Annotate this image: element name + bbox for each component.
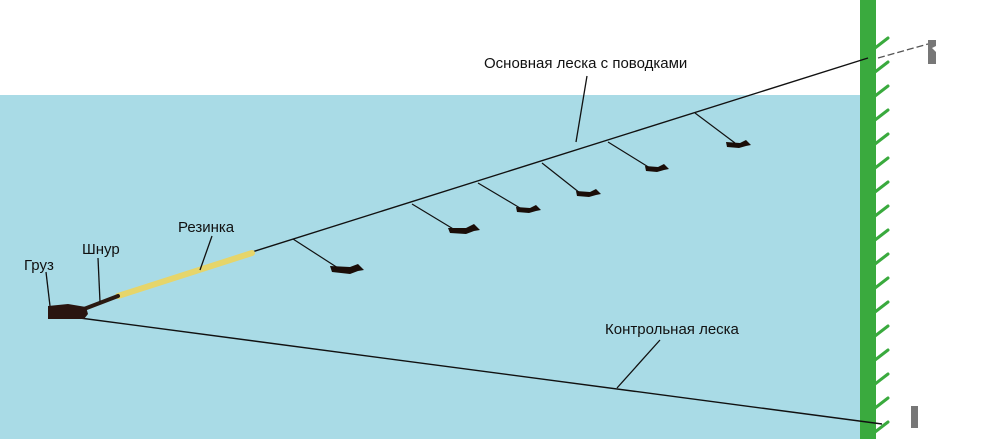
control-line-label: Контрольная леска: [605, 321, 740, 338]
sinker-icon: [48, 304, 88, 319]
cord-label: Шнур: [82, 241, 120, 258]
cord-pointer: [97, 257, 101, 303]
main-line-pointer: [575, 75, 588, 143]
fish-icon-2: [448, 224, 480, 234]
fish-icon-6: [726, 140, 751, 148]
weight-label: Груз: [24, 257, 54, 274]
main-line: [251, 57, 869, 253]
rubber-section: [115, 250, 255, 299]
fish-icon-4: [576, 189, 601, 197]
shore-bank: [860, 0, 890, 439]
cord-section: [82, 294, 120, 311]
fish-icon-5: [645, 164, 669, 172]
fish-group: [330, 140, 751, 274]
lower-peg-icon: [911, 406, 918, 428]
rubber-pointer: [199, 235, 213, 271]
water-gap: [878, 95, 920, 439]
water-area: [0, 95, 860, 439]
control-line-pointer: [616, 339, 661, 389]
weight-pointer: [45, 271, 51, 307]
shore-pegs: [877, 40, 936, 428]
main-line-label: Основная леска с поводками: [484, 55, 687, 72]
rubber-label: Резинка: [178, 219, 235, 236]
pointer-lines: [45, 75, 661, 389]
control-line: [79, 317, 883, 425]
upper-peg-icon: [928, 40, 936, 64]
fish-icon-3: [516, 205, 541, 213]
upper-peg-line: [877, 43, 929, 59]
leaders: [292, 112, 736, 269]
fish-icon-1: [330, 264, 364, 274]
